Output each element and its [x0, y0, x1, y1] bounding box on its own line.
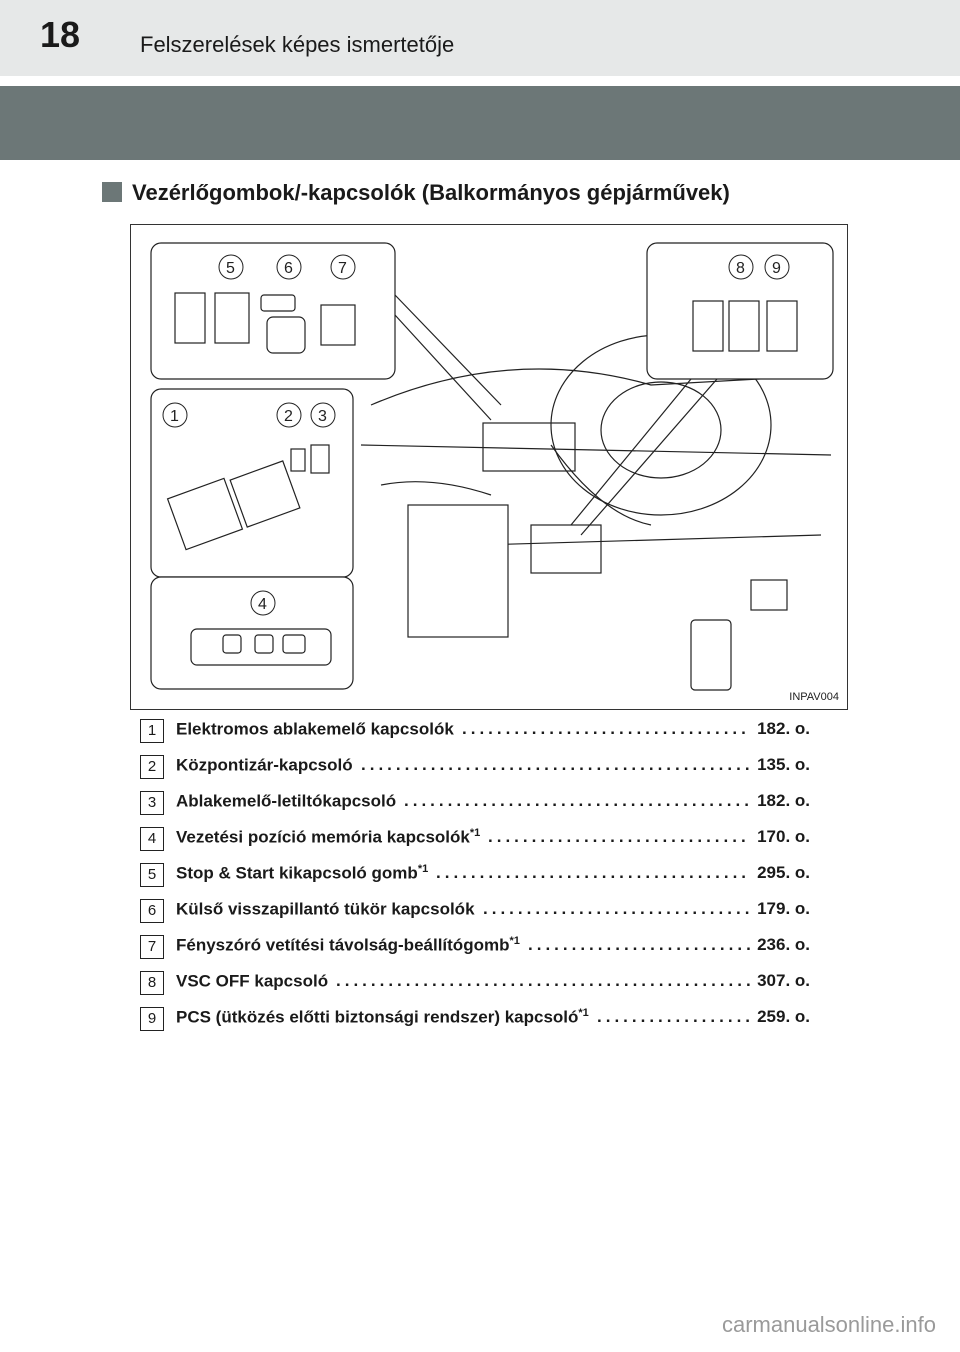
item-label: PCS (ütközés előtti biztonsági rendszer)… [176, 1007, 589, 1027]
list-item: 8 VSC OFF kapcsoló 307. o. .............… [140, 965, 840, 1001]
item-label: Fényszóró vetítési távolság-beállítógomb… [176, 935, 520, 955]
item-number: 4 [140, 827, 164, 851]
callout-8: 8 [728, 254, 754, 280]
item-label: Központizár-kapcsoló [176, 755, 353, 775]
item-page-ref[interactable]: 259. o. [757, 1007, 810, 1026]
item-page-ref[interactable]: 295. o. [757, 863, 810, 882]
section-marker [102, 182, 122, 202]
leader-dots: ........................................ [404, 791, 751, 810]
item-number: 2 [140, 755, 164, 779]
callout-1: 1 [162, 402, 188, 428]
callout-4: 4 [250, 590, 276, 616]
item-page-ref[interactable]: 307. o. [757, 971, 810, 990]
svg-text:5: 5 [226, 260, 235, 277]
leader-dots: .................................. [462, 719, 751, 738]
header-band [0, 86, 960, 160]
svg-text:7: 7 [338, 260, 347, 277]
leader-dots: ..................................... [436, 863, 751, 882]
item-number: 7 [140, 935, 164, 959]
item-label: Stop & Start kikapcsoló gomb*1 [176, 863, 429, 883]
svg-text:2: 2 [284, 408, 293, 425]
list-item: 2 Központizár-kapcsoló 135. o. .........… [140, 749, 840, 785]
svg-text:8: 8 [736, 260, 745, 277]
svg-text:4: 4 [258, 596, 267, 613]
item-page-ref[interactable]: 182. o. [757, 719, 810, 738]
list-item: 7 Fényszóró vetítési távolság-beállítógo… [140, 929, 840, 965]
page-number: 18 [40, 14, 81, 55]
leader-dots: ........................................… [336, 971, 751, 990]
callout-2: 2 [276, 402, 302, 428]
item-label: VSC OFF kapcsoló [176, 971, 329, 991]
list-item: 5 Stop & Start kikapcsoló gomb*1 295. o.… [140, 857, 840, 893]
header-bar [0, 0, 960, 76]
item-page-ref[interactable]: 236. o. [757, 935, 810, 954]
item-page-ref[interactable]: 170. o. [757, 827, 810, 846]
watermark: carmanualsonline.info [721, 1312, 936, 1337]
item-label: Vezetési pozíció memória kapcsolók*1 [176, 827, 481, 847]
svg-text:9: 9 [772, 260, 781, 277]
item-label: Ablakemelő-letiltókapcsoló [176, 791, 397, 811]
item-label: Külső visszapillantó tükör kapcsolók [176, 899, 475, 919]
list-item: 9 PCS (ütközés előtti biztonsági rendsze… [140, 1001, 840, 1037]
item-number: 8 [140, 971, 164, 995]
list-item: 6 Külső visszapillantó tükör kapcsolók 1… [140, 893, 840, 929]
item-page-ref[interactable]: 179. o. [757, 899, 810, 918]
item-number: 6 [140, 899, 164, 923]
callout-6: 6 [276, 254, 302, 280]
figure-code: INPAV004 [789, 691, 839, 703]
leader-dots: .............................. [488, 827, 750, 846]
item-page-ref[interactable]: 135. o. [757, 755, 810, 774]
item-label: Elektromos ablakemelő kapcsolók [176, 719, 454, 739]
item-page-ref[interactable]: 182. o. [757, 791, 810, 810]
leader-dots: ........................................… [361, 755, 751, 774]
callout-7: 7 [330, 254, 356, 280]
list-item: 1 Elektromos ablakemelő kapcsolók 182. o… [140, 713, 840, 749]
leader-dots: .................. [597, 1007, 751, 1026]
svg-text:6: 6 [284, 260, 293, 277]
svg-text:1: 1 [170, 408, 179, 425]
leader-dots: ............................... [483, 899, 751, 918]
list-item: 3 Ablakemelő-letiltókapcsoló 182. o. ...… [140, 785, 840, 821]
callout-9: 9 [764, 254, 790, 280]
svg-text:3: 3 [318, 408, 327, 425]
dashboard-illustration: 5 6 7 8 9 1 2 3 4 [150, 242, 834, 691]
callout-3: 3 [310, 402, 336, 428]
leader-dots: .......................... [528, 935, 751, 954]
callout-5: 5 [218, 254, 244, 280]
item-number: 9 [140, 1007, 164, 1031]
section-title: Vezérlőgombok/-kapcsolók (Balkormányos g… [132, 180, 730, 205]
controls-figure: 5 6 7 8 9 1 2 3 4 INPAV004 [130, 224, 848, 710]
item-number: 3 [140, 791, 164, 815]
list-item: 4 Vezetési pozíció memória kapcsolók*1 1… [140, 821, 840, 857]
item-number: 5 [140, 863, 164, 887]
item-number: 1 [140, 719, 164, 743]
chapter-title: Felszerelések képes ismertetője [140, 32, 455, 57]
